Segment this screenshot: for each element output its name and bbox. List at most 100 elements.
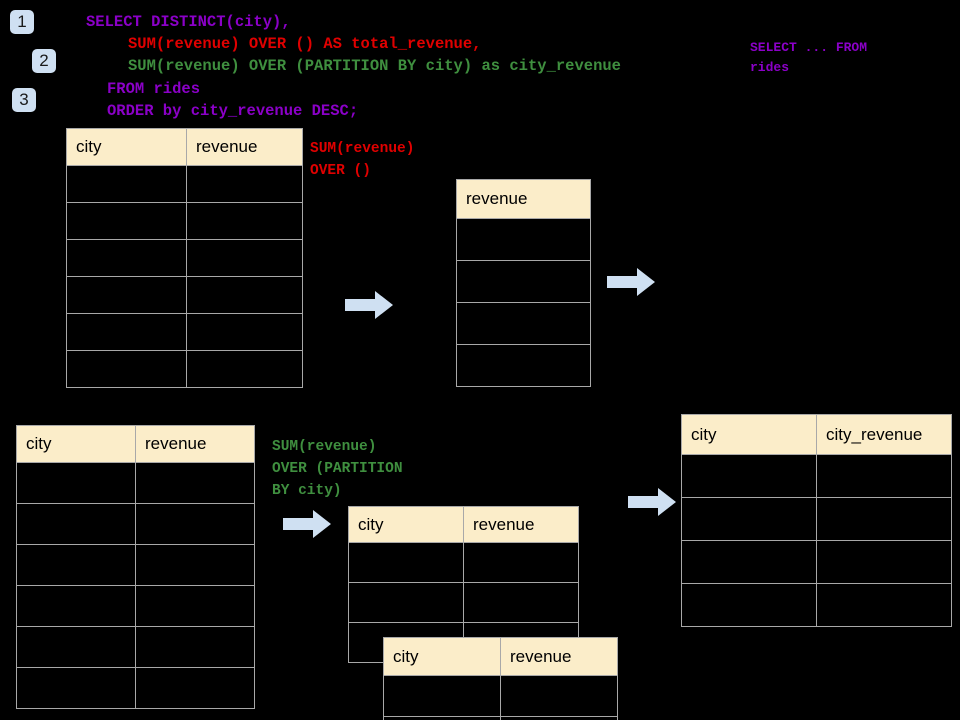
table-cell-revenue xyxy=(186,313,303,351)
table-cell-revenue xyxy=(463,582,579,623)
arrow-top-right-icon xyxy=(607,268,655,296)
table-row xyxy=(66,202,303,240)
table-cell-revenue xyxy=(135,667,255,709)
table-row xyxy=(66,313,303,351)
table-cell-revenue xyxy=(500,716,618,720)
table-cell-city xyxy=(681,454,817,498)
table-cell-revenue xyxy=(135,544,255,586)
arrow-bottom-right-icon xyxy=(628,488,676,516)
table-cell-city xyxy=(681,540,817,584)
table-cell-city xyxy=(348,582,464,623)
table-row xyxy=(383,675,618,717)
table-row xyxy=(66,239,303,277)
column-header-revenue: revenue xyxy=(463,506,579,543)
column-header-city: city xyxy=(348,506,464,543)
table-cell-revenue xyxy=(463,542,579,583)
table-cell-city_revenue xyxy=(816,454,952,498)
table-row xyxy=(16,462,255,504)
table-row xyxy=(681,454,952,498)
table-cell-revenue xyxy=(186,202,303,240)
table-cell-revenue xyxy=(456,302,591,345)
sql-line-2: SUM(revenue) OVER () AS total_revenue, xyxy=(128,35,482,53)
step-badge-2: 2 xyxy=(32,49,56,73)
column-header-city: city xyxy=(16,425,136,463)
table-row xyxy=(66,276,303,314)
table-header-row: revenue xyxy=(456,179,591,219)
sql-line-5: ORDER by city_revenue DESC; xyxy=(107,102,359,120)
column-header-city: city xyxy=(383,637,501,676)
table-cell-city xyxy=(16,503,136,545)
callout-line: OVER () xyxy=(310,163,371,179)
table-cell-city xyxy=(681,497,817,541)
table-cell-revenue xyxy=(135,626,255,668)
column-header-city: city xyxy=(681,414,817,455)
table-cell-city xyxy=(66,276,187,314)
table-row xyxy=(348,542,579,583)
callout-line: SELECT ... FROM xyxy=(750,40,868,55)
table-cell-city xyxy=(66,313,187,351)
table-row xyxy=(456,260,591,303)
callout-select-from-rides: SELECT ... FROM rides xyxy=(750,38,867,78)
arrow-bottom-left-icon xyxy=(283,510,331,538)
table-cell-city xyxy=(16,626,136,668)
table-cell-revenue xyxy=(135,585,255,627)
table-cell-city xyxy=(66,202,187,240)
table-cell-city xyxy=(681,583,817,627)
table-cell-revenue xyxy=(456,260,591,303)
column-header-revenue: revenue xyxy=(500,637,618,676)
table-row xyxy=(383,716,618,720)
table-cell-revenue xyxy=(186,165,303,203)
table-cell-city xyxy=(348,542,464,583)
table-row xyxy=(66,165,303,203)
table-row xyxy=(456,344,591,387)
table-total-revenue: revenue xyxy=(456,179,591,387)
callout-line: OVER (PARTITION xyxy=(272,461,403,477)
table-cell-city xyxy=(16,667,136,709)
column-header-city: city xyxy=(66,128,187,166)
table-cell-city_revenue xyxy=(816,540,952,584)
table-row xyxy=(16,585,255,627)
callout-line: SUM(revenue) xyxy=(310,141,415,157)
column-header-revenue: revenue xyxy=(456,179,591,219)
table-cell-revenue xyxy=(456,218,591,261)
table-row xyxy=(16,626,255,668)
table-row xyxy=(66,350,303,388)
table-cell-revenue xyxy=(186,350,303,388)
table-cell-city xyxy=(16,585,136,627)
callout-line: SUM(revenue) xyxy=(272,439,377,455)
callout-line: BY city) xyxy=(272,483,342,499)
callout-sum-over-partition: SUM(revenue) OVER (PARTITION BY city) xyxy=(272,436,403,502)
table-cell-city_revenue xyxy=(816,497,952,541)
table-cell-revenue xyxy=(135,462,255,504)
table-cell-city xyxy=(16,544,136,586)
table-cell-revenue xyxy=(500,675,618,717)
table-row xyxy=(681,540,952,584)
table-row xyxy=(681,583,952,627)
table-cell-revenue xyxy=(186,276,303,314)
column-header-city_revenue: city_revenue xyxy=(816,414,952,455)
step-badge-3: 3 xyxy=(12,88,36,112)
table-row xyxy=(456,218,591,261)
table-row xyxy=(16,503,255,545)
table-cell-revenue xyxy=(135,503,255,545)
column-header-revenue: revenue xyxy=(186,128,303,166)
table-cell-city xyxy=(16,462,136,504)
column-header-revenue: revenue xyxy=(135,425,255,463)
sql-line-4: FROM rides xyxy=(107,80,201,98)
callout-sum-over-empty: SUM(revenue) OVER () xyxy=(310,138,414,182)
table-row xyxy=(16,544,255,586)
table-cell-city_revenue xyxy=(816,583,952,627)
callout-line: rides xyxy=(750,60,790,75)
table-cell-city xyxy=(383,675,501,717)
table-row xyxy=(456,302,591,345)
table-cell-city xyxy=(66,350,187,388)
